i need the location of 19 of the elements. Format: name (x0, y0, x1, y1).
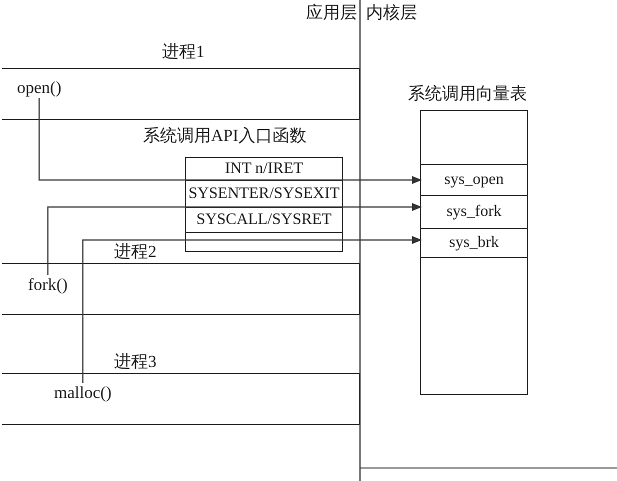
table-row: sys_fork (421, 196, 527, 229)
heading-text: 系统调用向量表 (408, 84, 527, 104)
table-row: SYSENTER/SYSEXIT (186, 181, 342, 208)
function-call-text: fork() (28, 275, 68, 295)
table-row: INT n/IRET (186, 158, 342, 181)
heading-text: 系统调用API入口函数 (143, 126, 306, 146)
heading-text: 进程2 (114, 242, 156, 262)
layer-label: 内核层 (366, 3, 417, 23)
function-call-text: open() (17, 78, 62, 98)
heading-text: 进程3 (114, 352, 156, 372)
table-row: sys_open (421, 164, 527, 196)
arrow (47, 203, 422, 275)
arrow (82, 236, 422, 383)
heading-text: 进程1 (162, 42, 204, 62)
layer-label: 应用层 (306, 3, 357, 23)
function-call-text: malloc() (54, 383, 112, 403)
table-row: sys_brk (421, 229, 527, 258)
arrow (38, 98, 422, 184)
table-row: SYSCALL/SYSRET (186, 208, 342, 233)
